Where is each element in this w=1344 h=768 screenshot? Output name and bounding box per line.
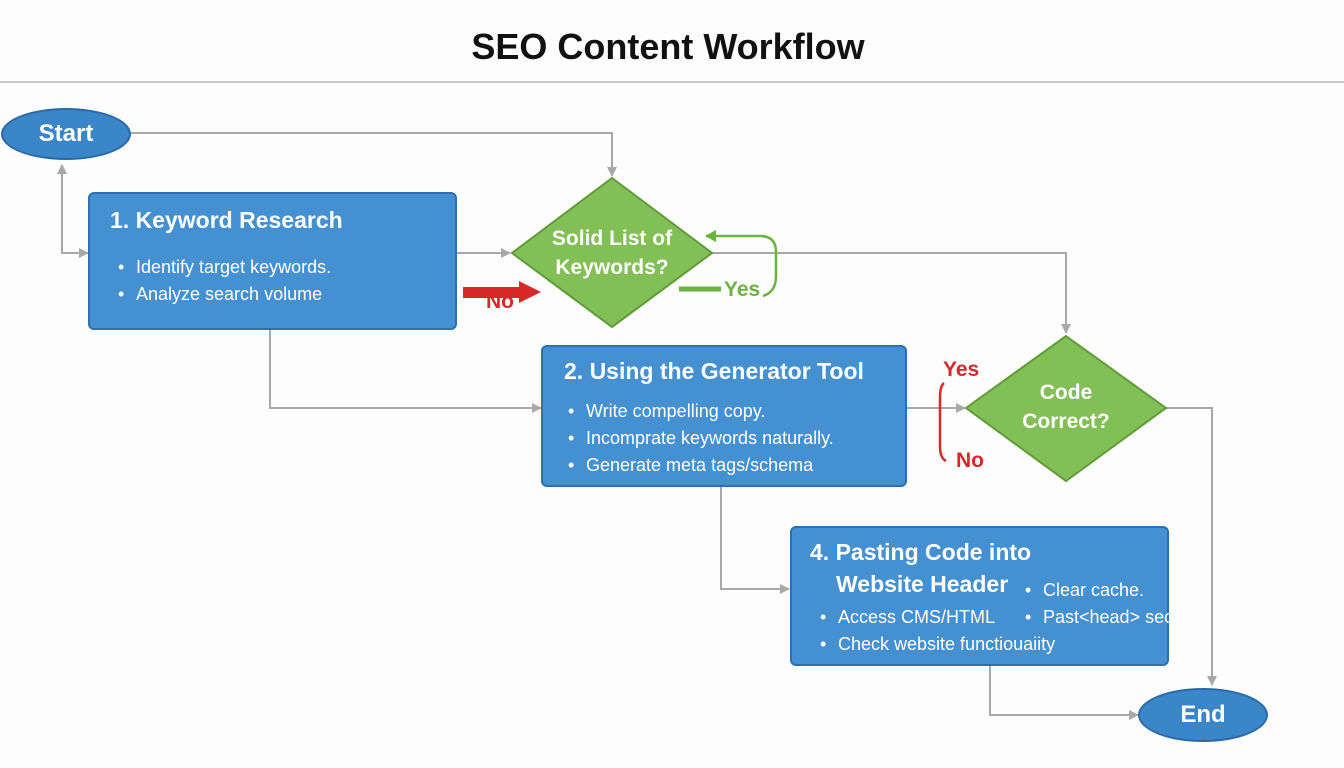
no-keywords-label: No (486, 290, 514, 313)
diagram-title: SEO Content Workflow (471, 26, 865, 67)
keywords-decision-label: Solid List of Keywords? (532, 224, 692, 282)
generator-tool-bullet: Write compelling copy. (568, 398, 834, 425)
yes-loop-arrow-green (705, 230, 778, 298)
start-node: Start (1, 108, 131, 160)
keyword-research-bullet: Analyze search volume (118, 281, 331, 308)
pasting-code-bullets-right: Clear cache. Past<head> sec (1025, 577, 1173, 631)
generator-tool-box: 2. Using the Generator Tool Write compel… (541, 345, 907, 487)
keywords-decision-line1: Solid List of (551, 227, 673, 250)
code-decision-diamond (964, 334, 1168, 483)
pasting-code-title-line2: Website Header (836, 571, 1009, 597)
keyword-research-title: 1. Keyword Research (110, 207, 343, 233)
yes-code-label: Yes (943, 358, 980, 381)
code-decision-label: Code Correct? (996, 378, 1136, 436)
keyword-research-box: 1. Keyword Research Identify target keyw… (88, 192, 457, 330)
pasting-code-bullets-left: Access CMS/HTML Check website functiouai… (820, 604, 1055, 658)
yes-keywords-label: Yes (724, 278, 761, 301)
keyword-research-bullets: Identify target keywords. Analyze search… (118, 254, 331, 308)
generator-tool-title: 2. Using the Generator Tool (564, 358, 864, 384)
pasting-code-bullet: Check website functiouaiity (820, 631, 1055, 658)
no-code-label: No (956, 449, 984, 472)
connector-pasting-box-to-end (989, 666, 1139, 720)
pasting-code-box: 4. Pasting Code into Website Header Acce… (790, 526, 1173, 666)
end-node: End (1138, 688, 1268, 742)
pasting-code-bullet: Past<head> sec (1025, 604, 1173, 631)
generator-tool-bullets: Write compelling copy. Incomprate keywor… (568, 398, 834, 479)
connector-keyword-box-to-generator-box (269, 330, 542, 413)
yes-no-bracket-red (938, 382, 947, 463)
code-decision-line2: Correct? (1022, 410, 1110, 433)
keywords-decision-line2: Keywords? (555, 256, 669, 279)
keyword-research-bullet: Identify target keywords. (118, 254, 331, 281)
connector-keywords-decision-to-code-decision (710, 252, 1071, 334)
connector-start-to-keywords-decision (130, 132, 617, 177)
title-divider (0, 81, 1344, 83)
pasting-code-bullet: Clear cache. (1025, 577, 1173, 604)
generator-tool-bullet: Incomprate keywords naturally. (568, 425, 834, 452)
code-decision-line1: Code (1039, 381, 1093, 404)
connector-code-decision-to-end (1165, 407, 1217, 686)
pasting-code-bullet: Access CMS/HTML (820, 604, 1055, 631)
keywords-decision-diamond (510, 176, 714, 329)
pasting-code-title-line1: 4. Pasting Code into (810, 539, 1032, 565)
generator-tool-bullet: Generate meta tags/schema (568, 452, 834, 479)
connector-generator-box-to-pasting-box (720, 487, 790, 594)
no-arrow-red (463, 281, 541, 303)
connector-loop-to-start (57, 164, 88, 254)
